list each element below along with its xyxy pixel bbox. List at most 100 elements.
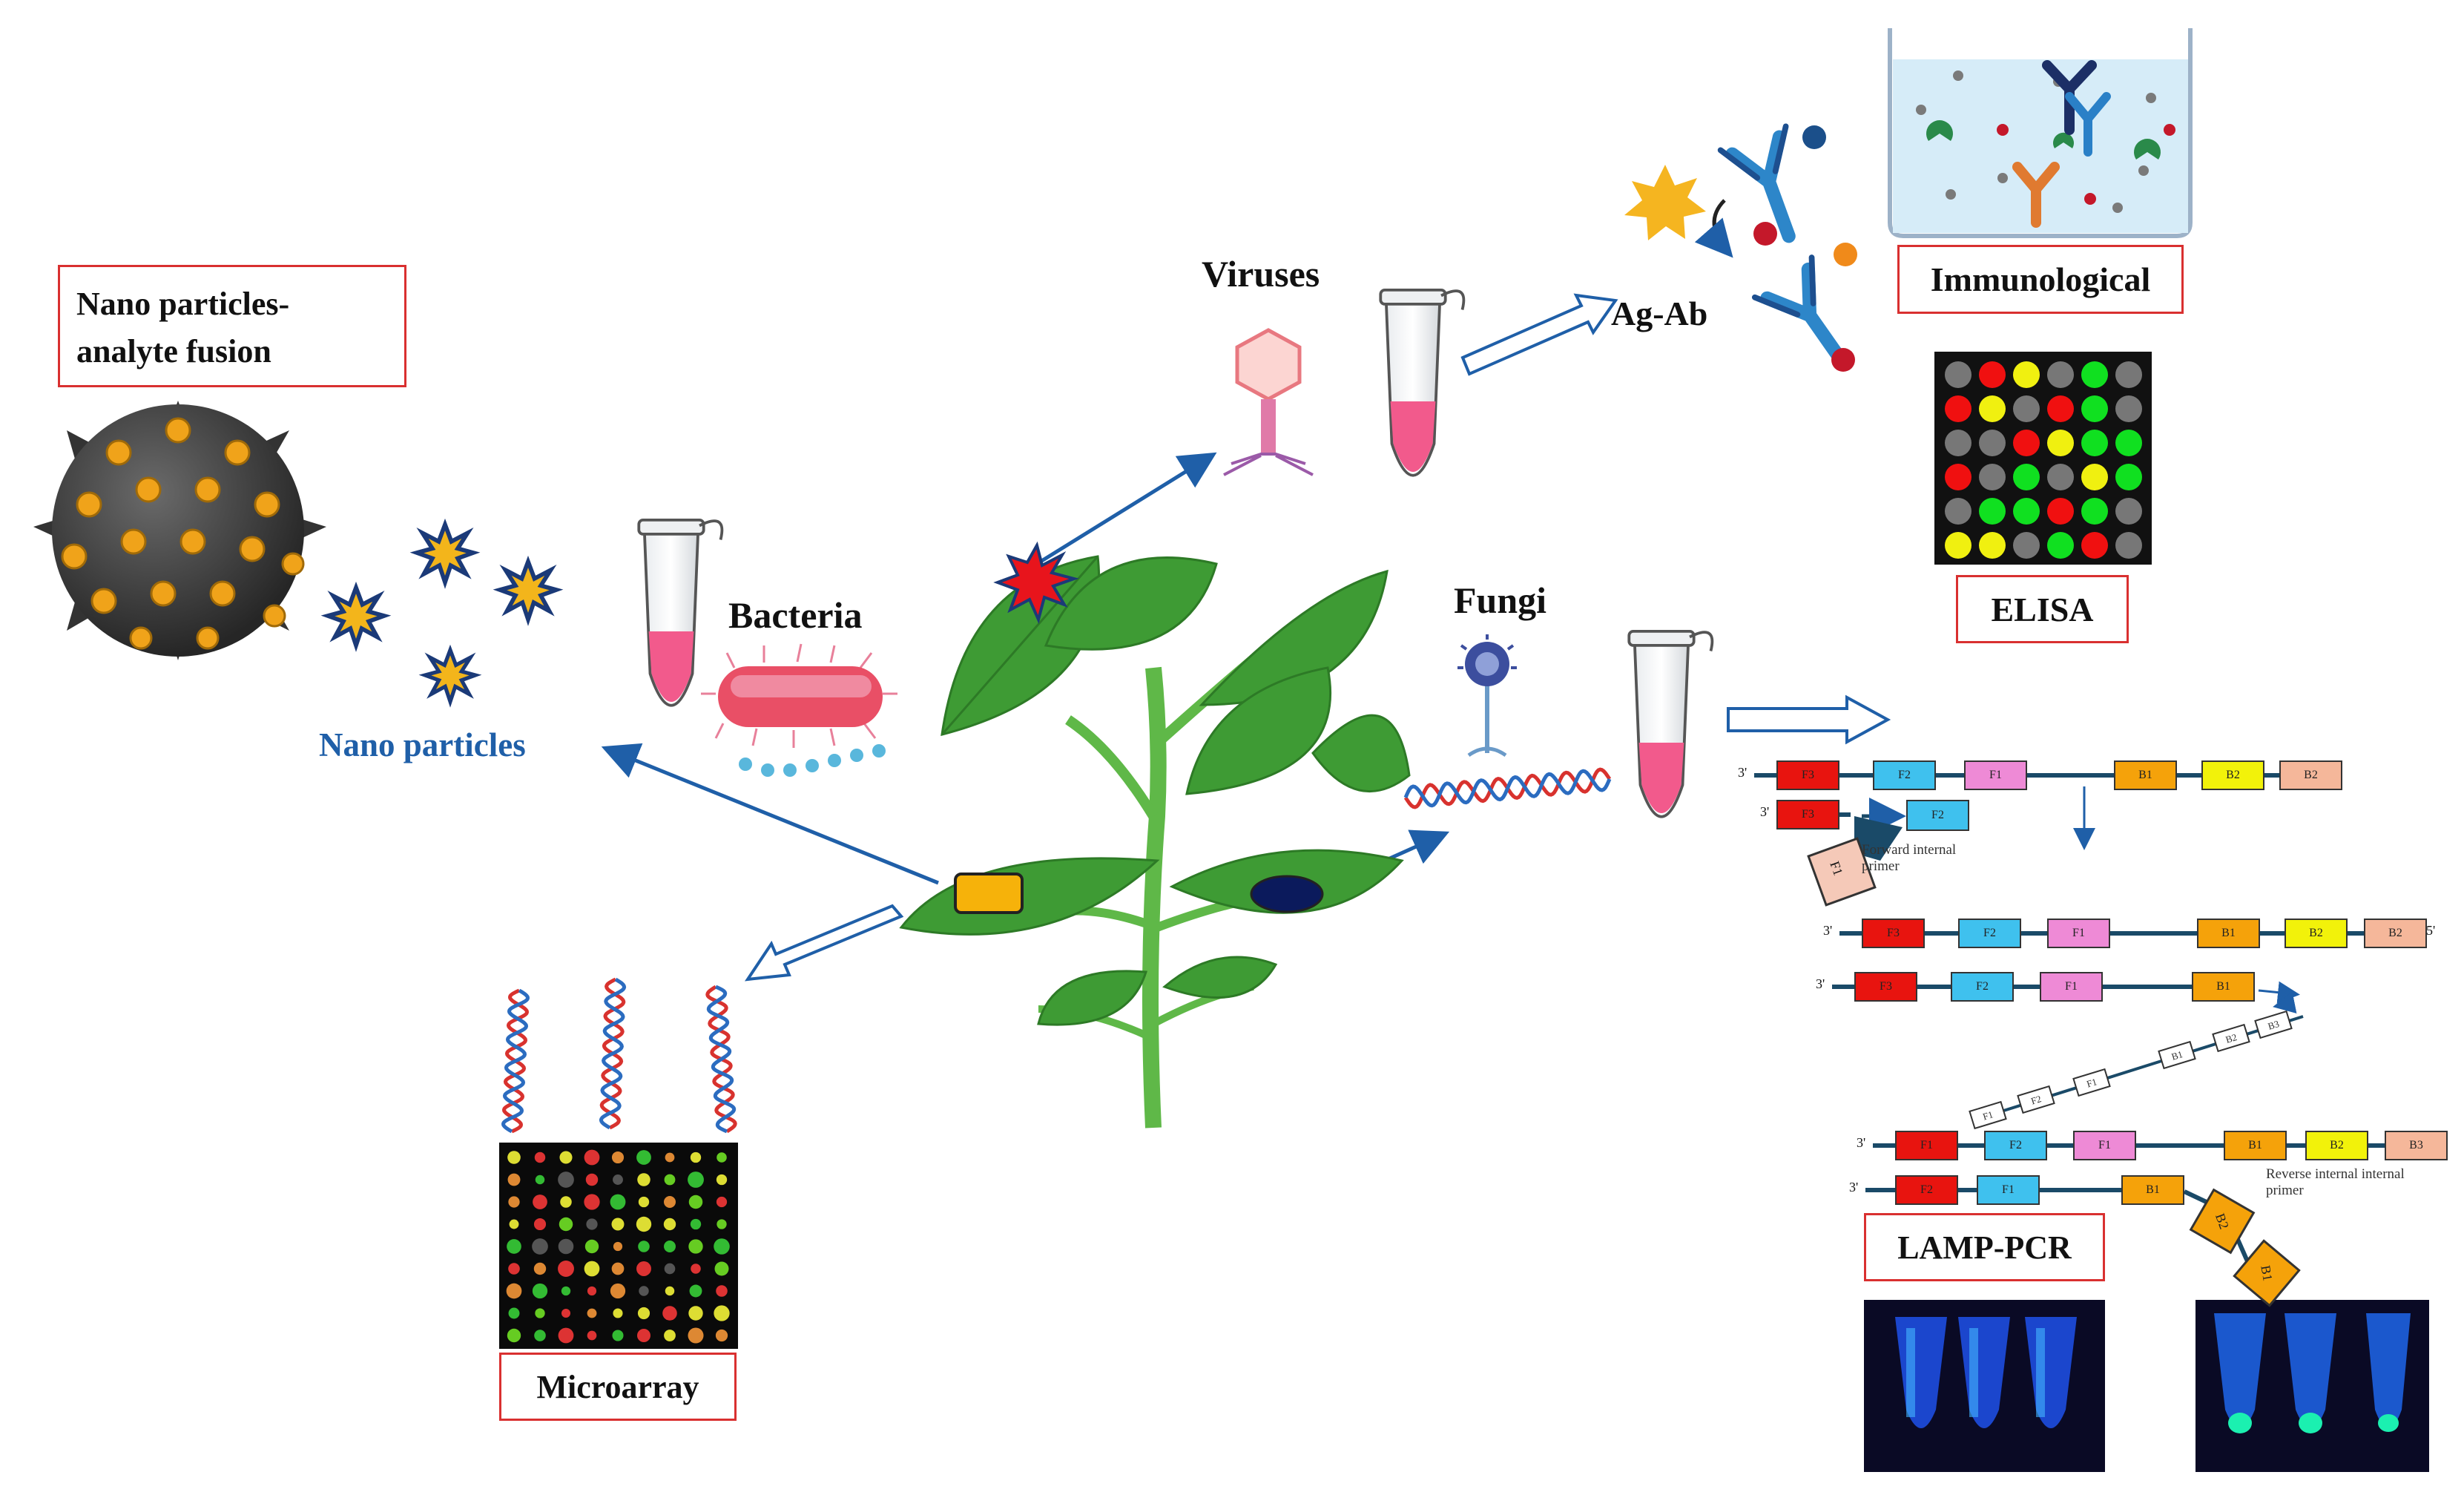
lamp-arrow — [2273, 991, 2297, 1014]
bacteria-label: Bacteria — [728, 594, 863, 636]
microarray-spot — [506, 1283, 522, 1299]
microarray-spot — [558, 1327, 574, 1344]
microarray-spot — [636, 1328, 651, 1343]
lamp-segment-f1: F1 — [2047, 919, 2110, 948]
microarray-spot — [534, 1330, 546, 1341]
lamp-loop-f1 — [1807, 837, 1877, 907]
elisa-well — [2013, 361, 2040, 388]
lamp-segment-b2: B2 — [2305, 1131, 2368, 1160]
microarray-spot — [663, 1195, 676, 1209]
elisa-well — [2013, 532, 2040, 559]
microarray-spot — [561, 1286, 571, 1296]
lamp-segment-f2: F2 — [1906, 800, 1969, 831]
microarray-spot — [691, 1264, 701, 1274]
elisa-well — [2081, 532, 2108, 559]
microarray-spot — [508, 1196, 520, 1208]
elisa-well — [2081, 464, 2108, 490]
microarray-spot — [587, 1286, 597, 1296]
microarray-spot — [664, 1174, 676, 1186]
lamp-diag-box — [1969, 1100, 2007, 1130]
reverse-primer-label: Reverse internal internal primer — [2266, 1166, 2405, 1199]
microarray-spot — [535, 1174, 545, 1185]
microarray-spot — [688, 1306, 703, 1321]
microarray-spot — [612, 1330, 624, 1341]
elisa-well — [2081, 361, 2108, 388]
microarray-spot — [637, 1173, 650, 1186]
lamp-diag-box — [2158, 1040, 2196, 1070]
ag-ab-label: Ag-Ab — [1611, 295, 1708, 332]
lamp-diag-label: F1 — [2085, 1076, 2098, 1089]
microarray-spot — [688, 1195, 703, 1209]
microarray-spot — [717, 1152, 727, 1163]
elisa-well — [2115, 361, 2142, 388]
lamp-arrow — [2258, 981, 2300, 1004]
immunoassay-beaker-icon — [1888, 28, 2193, 238]
end-3-label: 3' — [1857, 1135, 1866, 1150]
elisa-well — [1979, 498, 2006, 525]
forward-primer-label: Forward internal primer — [1862, 842, 1956, 875]
lamp-diag-label: F1 — [1981, 1108, 1994, 1122]
lamp-segment-b1: B1 — [2114, 760, 2177, 790]
microarray-spot — [639, 1286, 649, 1296]
microarray-spot — [715, 1329, 728, 1342]
microarray-spot — [507, 1239, 521, 1254]
microarray-spot — [584, 1239, 599, 1254]
end-5-label: 5' — [2426, 923, 2436, 938]
lamp-segment-f1: F1 — [2040, 972, 2103, 1002]
lamp-diag-label: F2 — [2029, 1093, 2043, 1106]
lamp-loop-b1 — [2233, 1239, 2301, 1307]
microarray-spot — [559, 1151, 573, 1164]
lamp-segment-f2: F2 — [1951, 972, 2014, 1002]
elisa-well — [2081, 395, 2108, 422]
lamp-segment-f1: F1 — [2073, 1131, 2136, 1160]
lamp-segment-f1: F1 — [1964, 760, 2027, 790]
elisa-well — [2081, 498, 2108, 525]
elisa-well — [1979, 361, 2006, 388]
microarray-spot — [584, 1194, 600, 1210]
microarray-spot — [665, 1286, 675, 1296]
elisa-well — [2047, 532, 2074, 559]
lamp-diag-label: B1 — [2170, 1048, 2184, 1062]
nano-fusion-line1: Nano particles- — [76, 286, 290, 322]
microarray-spot — [665, 1152, 675, 1163]
nano-fusion-box: Nano particles- analyte fusion — [58, 265, 406, 387]
microarray-spot — [638, 1196, 650, 1208]
dna-strand — [599, 977, 627, 1130]
microarray-spot — [688, 1172, 704, 1188]
arrow-to-nano — [601, 743, 939, 885]
microarray-spot — [613, 1241, 623, 1252]
elisa-well — [2081, 430, 2108, 456]
microarray-spot — [507, 1173, 521, 1186]
fungus-icon — [1457, 634, 1517, 758]
microarray-spot — [688, 1239, 703, 1254]
elisa-well — [1979, 464, 2006, 490]
microarray-spot — [561, 1308, 571, 1318]
lamp-segment-f2: F2 — [1873, 760, 1936, 790]
microarray-spot — [611, 1151, 625, 1164]
microarray-spot — [558, 1261, 574, 1277]
nano-particles-label: Nano particles — [319, 726, 526, 763]
microarray-spot — [716, 1196, 728, 1208]
microarray-spot — [558, 1238, 574, 1255]
microarray-spot — [689, 1284, 702, 1298]
lamp-segment-b3: B3 — [2385, 1131, 2448, 1160]
lamp-segment-f1: F1 — [1895, 1131, 1958, 1160]
elisa-well — [1945, 532, 1971, 559]
microarray-spot — [690, 1218, 702, 1230]
elisa-well — [2013, 395, 2040, 422]
microarray-spot — [508, 1263, 520, 1275]
elisa-well — [1979, 532, 2006, 559]
elisa-well — [2013, 464, 2040, 490]
elisa-well — [2115, 395, 2142, 422]
microarray-spot — [717, 1219, 727, 1229]
lamp-segment-f3: F3 — [1854, 972, 1917, 1002]
plant-icon — [899, 541, 1411, 1128]
elisa-well — [2013, 430, 2040, 456]
elisa-well — [2115, 430, 2142, 456]
microarray-box: Microarray — [499, 1353, 737, 1421]
microarray-spot — [611, 1262, 625, 1275]
lamp-segment-f3: F3 — [1776, 800, 1839, 829]
lamp-segment-f3: F3 — [1776, 760, 1839, 790]
